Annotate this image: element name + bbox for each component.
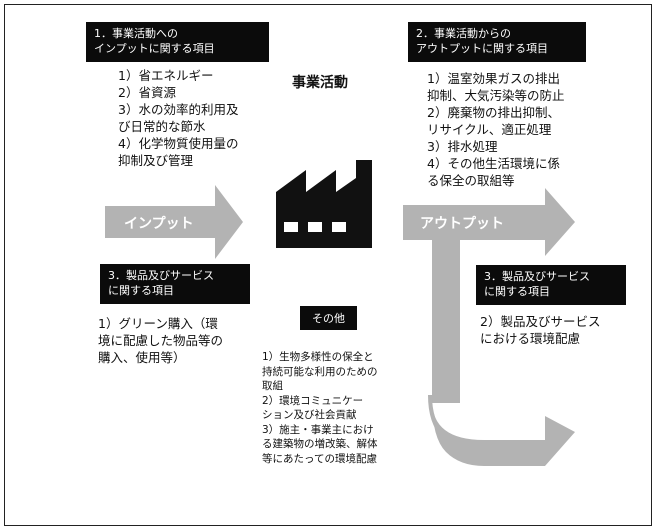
list-item: る建築物の増改築、解体 bbox=[262, 438, 378, 450]
list-item: び日常的な節水 bbox=[118, 119, 206, 134]
list-item: 1）グリーン購入（環 bbox=[98, 316, 218, 331]
input-header: 1．事業活動への インプットに関する項目 bbox=[86, 22, 269, 62]
list-item: 持続可能な利用のための bbox=[262, 365, 378, 378]
list-item: 境に配慮した物品等の bbox=[98, 333, 224, 348]
other-items-list: 1）生物多様性の保全と 持続可能な利用のための 取組 2）環境コミュニケー ショ… bbox=[262, 350, 378, 466]
list-item: 3）水の効率的利用及 bbox=[118, 102, 239, 117]
list-item: 3）施主・事業主におけ bbox=[262, 423, 374, 436]
list-item: リサイクル、適正処理 bbox=[427, 122, 552, 137]
input-arrow-label: インプット bbox=[124, 216, 194, 232]
list-item: 等にあたっての環境配慮 bbox=[262, 452, 377, 465]
list-item: 抑制及び管理 bbox=[118, 153, 194, 168]
list-item: 2）環境コミュニケー bbox=[262, 394, 364, 407]
list-item: ション及び社会貢献 bbox=[262, 409, 357, 421]
products-left-items-list: 1）グリーン購入（環 境に配慮した物品等の 購入、使用等） bbox=[98, 315, 223, 366]
products-right-header: 3．製品及びサービス に関する項目 bbox=[476, 265, 626, 305]
list-item: 2）製品及びサービス bbox=[480, 314, 601, 329]
other-label: その他 bbox=[300, 306, 357, 330]
output-branch-down bbox=[432, 238, 460, 403]
list-item: 購入、使用等） bbox=[98, 350, 186, 365]
list-item: る保全の取組等 bbox=[427, 173, 515, 188]
list-item: 2）廃棄物の排出抑制、 bbox=[427, 105, 560, 120]
list-item: 4）その他生活環境に係 bbox=[427, 156, 560, 171]
output-items-list: 1）温室効果ガスの排出 抑制、大気汚染等の防止 2）廃棄物の排出抑制、 リサイク… bbox=[427, 70, 565, 189]
center-title: 事業活動 bbox=[292, 75, 348, 91]
list-item: 3）排水処理 bbox=[427, 139, 498, 154]
list-item: 1）省エネルギー bbox=[118, 68, 214, 83]
input-arrow bbox=[105, 185, 243, 259]
output-header: 2．事業活動からの アウトプットに関する項目 bbox=[408, 22, 586, 62]
list-item: 抑制、大気汚染等の防止 bbox=[427, 88, 565, 103]
products-left-header: 3．製品及びサービス に関する項目 bbox=[100, 264, 250, 304]
list-item: 4）化学物質使用量の bbox=[118, 136, 239, 151]
input-items-list: 1）省エネルギー 2）省資源 3）水の効率的利用及 び日常的な節水 4）化学物質… bbox=[118, 67, 238, 169]
list-item: 1）生物多様性の保全と bbox=[262, 351, 374, 363]
list-item: 1）温室効果ガスの排出 bbox=[427, 71, 560, 86]
list-item: 取組 bbox=[262, 380, 283, 392]
products-right-items-list: 2）製品及びサービス における環境配慮 bbox=[480, 313, 600, 347]
output-arrow-label: アウトプット bbox=[420, 216, 504, 232]
list-item: における環境配慮 bbox=[480, 331, 581, 346]
factory-icon bbox=[276, 160, 372, 248]
list-item: 2）省資源 bbox=[118, 85, 176, 100]
